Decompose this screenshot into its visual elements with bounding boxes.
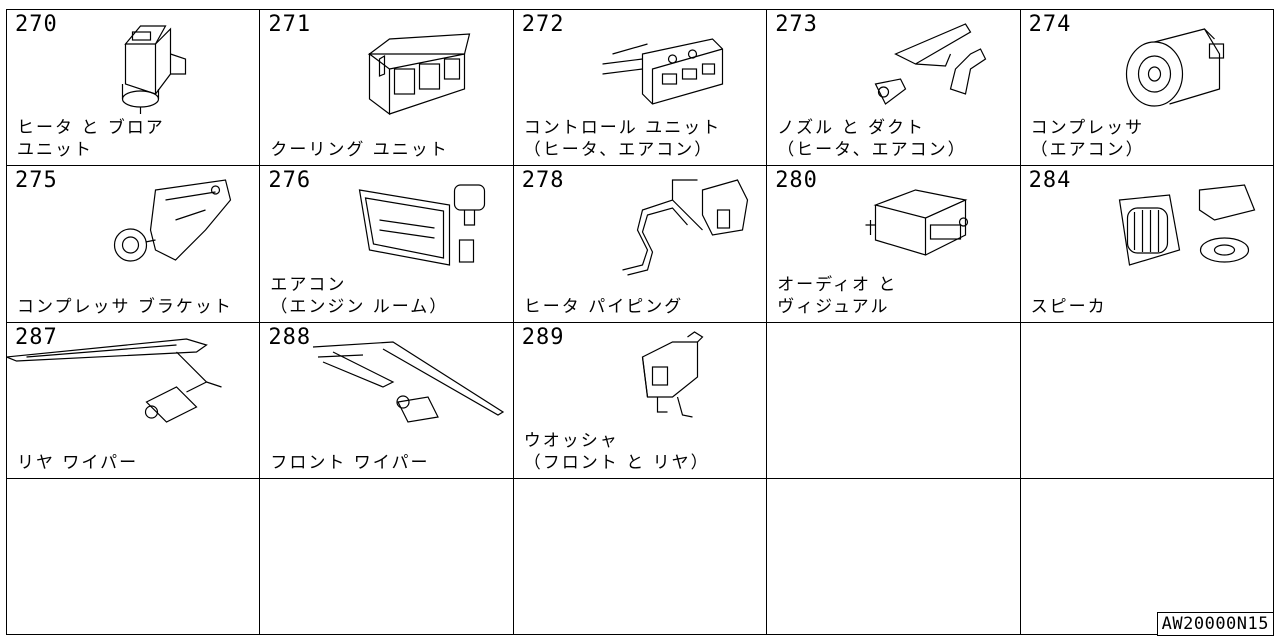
category-cell-287[interactable]: 287 リヤ ワイパー (7, 322, 261, 479)
category-cell-272[interactable]: 272 コントロール ユニット （ヒータ、エアコン） (513, 10, 768, 167)
category-number: 274 (1028, 12, 1072, 37)
category-label: スピーカ (1030, 296, 1107, 317)
category-label: ノズル と ダクト （ヒータ、エアコン） (777, 118, 967, 161)
category-label: コントロール ユニット （ヒータ、エアコン） (523, 118, 722, 161)
compressor-bracket-icon (96, 170, 246, 278)
category-number: 270 (15, 12, 58, 37)
category-label: ウオッシャ （フロント と リヤ） (523, 430, 710, 473)
category-label: オーディオ と ヴィジュアル (777, 274, 898, 317)
category-cell-276[interactable]: 276 エアコン （エンジン ルーム） (260, 166, 514, 323)
category-number: 271 (268, 12, 312, 37)
category-label: エアコン （エンジン ルーム） (270, 274, 449, 317)
empty-cell (1020, 322, 1274, 479)
compressor-icon (1109, 14, 1259, 122)
category-number: 273 (775, 12, 818, 37)
category-cell-288[interactable]: 288 フロント ワイパー (260, 322, 514, 479)
category-label: クーリング ユニット (270, 140, 449, 161)
category-label: コンプレッサ （エアコン） (1030, 118, 1145, 161)
category-cell-278[interactable]: 278 ヒータ パイピング (513, 166, 768, 323)
empty-cell (1020, 478, 1274, 635)
category-number: 288 (268, 324, 312, 350)
category-number: 287 (15, 324, 58, 350)
category-label: フロント ワイパー (270, 452, 430, 473)
category-number: 272 (521, 12, 565, 37)
heater-blower-icon (96, 14, 246, 122)
category-cell-289[interactable]: 289 ウオッシャ （フロント と リヤ） (513, 322, 768, 479)
category-cell-274[interactable]: 274 コンプレッサ （エアコン） (1020, 10, 1274, 167)
washer-tank-icon (602, 327, 752, 435)
category-label: コンプレッサ ブラケット (17, 296, 233, 317)
category-cell-270[interactable]: 270 ヒータ と ブロア ユニット (7, 10, 261, 167)
category-number: 280 (775, 168, 818, 194)
control-unit-icon (602, 14, 752, 122)
audio-unit-icon (856, 170, 1006, 278)
category-cell-275[interactable]: 275 コンプレッサ ブラケット (7, 166, 261, 323)
empty-cell (260, 478, 514, 635)
category-number: 276 (268, 168, 312, 194)
category-number: 278 (521, 168, 565, 194)
category-label: リヤ ワイパー (17, 452, 139, 473)
speaker-icon (1109, 170, 1259, 278)
empty-cell (767, 322, 1021, 479)
category-number: 284 (1028, 168, 1072, 194)
nozzle-duct-icon (856, 14, 1006, 122)
category-cell-280[interactable]: 280 オーディオ と ヴィジュアル (767, 166, 1021, 323)
parts-category-grid: 270 ヒータ と ブロア ユニット 271 クーリング ユニット 272 コン… (6, 9, 1274, 635)
category-cell-271[interactable]: 271 クーリング ユニット (260, 10, 514, 167)
rear-wiper-icon (7, 327, 237, 435)
category-number: 289 (521, 324, 565, 350)
empty-cell (7, 478, 261, 635)
category-cell-273[interactable]: 273 ノズル と ダクト （ヒータ、エアコン） (767, 10, 1021, 167)
empty-cell (513, 478, 768, 635)
heater-piping-icon (602, 170, 752, 278)
catalog-code: AW20000N15 (1156, 612, 1274, 636)
category-cell-284[interactable]: 284 スピーカ (1020, 166, 1274, 323)
front-wiper-icon (303, 327, 513, 435)
category-label: ヒータ パイピング (523, 296, 684, 317)
cooling-unit-icon (349, 14, 499, 122)
category-number: 275 (15, 168, 58, 194)
condenser-icon (349, 170, 499, 278)
empty-cell (767, 478, 1021, 635)
category-label: ヒータ と ブロア ユニット (17, 118, 165, 161)
